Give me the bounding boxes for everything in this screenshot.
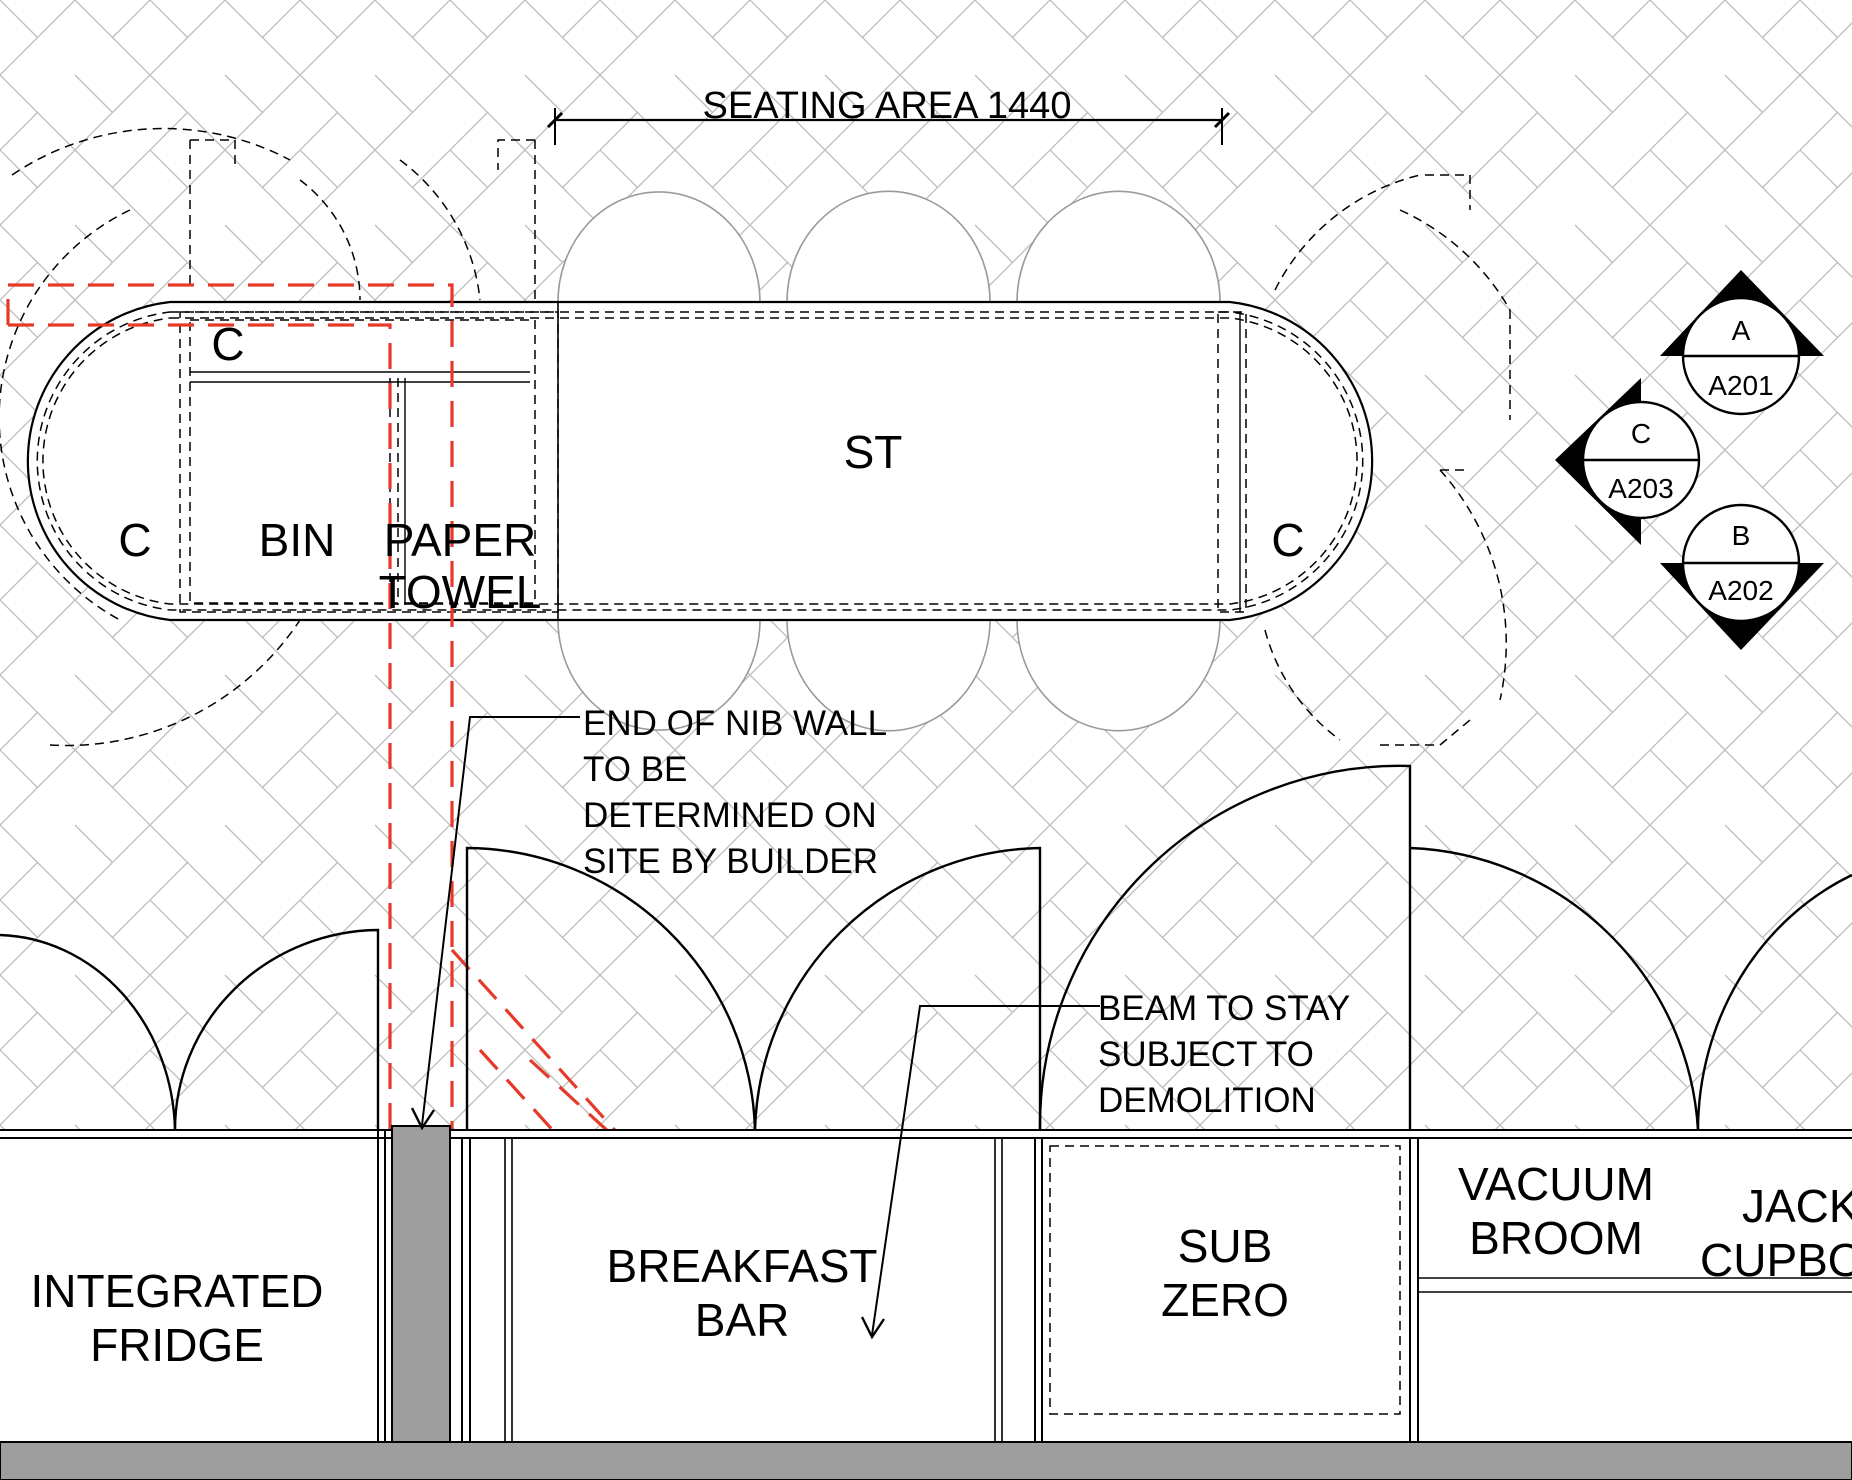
svg-text:BAR: BAR xyxy=(695,1294,790,1346)
svg-text:DETERMINED ON: DETERMINED ON xyxy=(583,796,877,835)
paper-towel-label-2: TOWEL xyxy=(379,566,542,618)
island-right-end-label: C xyxy=(1271,514,1304,566)
svg-text:DEMOLITION: DEMOLITION xyxy=(1098,1081,1316,1120)
section-sheet-c: A203 xyxy=(1608,473,1673,504)
svg-text:INTEGRATED: INTEGRATED xyxy=(30,1265,323,1317)
dimension-label: SEATING AREA 1440 xyxy=(703,85,1072,127)
section-sheet-a: A201 xyxy=(1708,370,1773,401)
svg-text:CUPBO: CUPBO xyxy=(1700,1234,1852,1286)
paper-towel-label-1: PAPER xyxy=(384,514,537,566)
island-counter xyxy=(26,300,1374,622)
island-center-label: ST xyxy=(844,426,903,478)
section-marker-b[interactable]: B A202 xyxy=(1660,503,1824,650)
svg-text:SITE BY BUILDER: SITE BY BUILDER xyxy=(583,842,878,881)
breakfast-bar-label: BREAKFAST BAR xyxy=(607,1240,878,1346)
bin-label: BIN xyxy=(259,514,336,566)
svg-text:BREAKFAST: BREAKFAST xyxy=(607,1240,878,1292)
section-sheet-b: A202 xyxy=(1708,575,1773,606)
svg-text:SUBJECT TO: SUBJECT TO xyxy=(1098,1035,1314,1074)
jack-cupboard-label: JACK CUPBO xyxy=(1700,1180,1852,1286)
sub-zero-label: SUB ZERO xyxy=(1161,1220,1289,1326)
svg-text:BEAM TO STAY: BEAM TO STAY xyxy=(1098,989,1350,1028)
island-left-end-label: C xyxy=(118,514,151,566)
beam-note: BEAM TO STAY SUBJECT TO DEMOLITION xyxy=(1098,989,1350,1120)
svg-text:JACK: JACK xyxy=(1742,1180,1852,1232)
section-letter-a: A xyxy=(1732,315,1751,346)
svg-text:TO BE: TO BE xyxy=(583,750,687,789)
seating-dimension: SEATING AREA 1440 xyxy=(546,85,1231,145)
floor-slab xyxy=(0,1441,1852,1480)
nib-wall-note: END OF NIB WALL TO BE DETERMINED ON SITE… xyxy=(583,704,887,881)
svg-text:END OF NIB WALL: END OF NIB WALL xyxy=(583,704,887,743)
section-marker-a[interactable]: A A201 xyxy=(1660,270,1824,416)
svg-text:BROOM: BROOM xyxy=(1469,1212,1643,1264)
svg-text:VACUUM: VACUUM xyxy=(1458,1158,1654,1210)
vacuum-broom-label: VACUUM BROOM xyxy=(1458,1158,1654,1264)
section-marker-c[interactable]: C A203 xyxy=(1555,378,1701,545)
island-top-corner-label: C xyxy=(211,318,244,370)
fridge-label: INTEGRATED FRIDGE xyxy=(30,1265,323,1371)
island-swing-arcs xyxy=(0,127,1511,747)
leader-lines xyxy=(410,716,1100,1340)
base-cabinet-run xyxy=(0,1125,1852,1480)
svg-text:SUB: SUB xyxy=(1178,1220,1273,1272)
section-letter-c: C xyxy=(1631,418,1651,449)
svg-text:ZERO: ZERO xyxy=(1161,1274,1289,1326)
section-letter-b: B xyxy=(1732,520,1751,551)
stools xyxy=(557,190,1221,732)
svg-text:FRIDGE: FRIDGE xyxy=(90,1319,264,1371)
door-swings xyxy=(0,764,1852,1131)
nib-wall xyxy=(391,1125,451,1443)
